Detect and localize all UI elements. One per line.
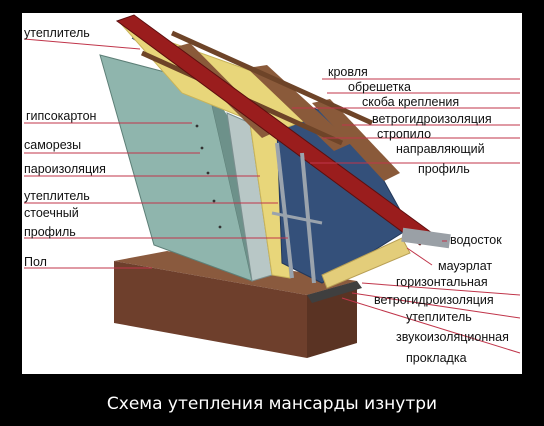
label-screws: саморезы [24,138,82,152]
label-horizontal: горизонтальная [396,275,488,289]
leader-insulation-top [23,38,141,50]
screw-1 [195,124,199,128]
label-insulation: утеплитель [24,189,90,203]
label-gasket: прокладка [406,351,467,365]
label-rafter: стропило [377,127,432,141]
label-rack-profile-2: профиль [24,225,76,239]
label-drywall: гипсокартон [26,109,97,123]
diagram-frame: утеплитель гипсокартон саморезы пароизол… [22,13,522,374]
label-wind-barrier: ветрогидроизоляция [372,112,492,126]
label-sound-insulation: звукоизоляционная [396,330,509,344]
label-battens: обрешетка [348,80,412,94]
floor-slab-front [114,261,307,358]
label-bracket: скоба крепления [362,95,460,109]
horizontal-profile [271,211,323,225]
sound-insulation-gasket [307,281,362,303]
label-wind-barrier-2: ветрогидроизоляция [374,293,494,307]
label-floor: Пол [24,255,47,269]
guide-profile-1 [275,142,294,279]
screw-3 [206,171,210,175]
label-insulation-2: утеплитель [406,310,472,324]
screw-2 [200,146,204,150]
screw-5 [218,225,222,229]
label-rack-profile-1: стоечный [24,206,79,220]
leader-horizontal [361,282,521,296]
leader-wallplate [406,247,433,266]
rafter-3 [312,99,400,181]
drywall-edge [207,83,252,281]
label-insulation-top: утеплитель [24,26,90,40]
label-guide-profile-2: профиль [418,162,470,176]
leader-insulation-2 [351,292,521,319]
label-gutter: водосток [450,233,502,247]
label-wall-plate: мауэрлат [438,259,493,273]
caption: Схема утепления мансарды изнутри [106,394,438,414]
label-guide-profile-1: направляющий [396,142,485,156]
wall-plate [321,237,411,289]
screw-4 [212,199,216,203]
guide-profile-2 [300,152,316,284]
label-vapor-barrier: пароизоляция [24,162,106,176]
label-roofing: кровля [328,65,368,79]
gutter [401,227,451,249]
leader-sound [341,297,521,354]
attic-insulation-diagram [23,14,521,358]
